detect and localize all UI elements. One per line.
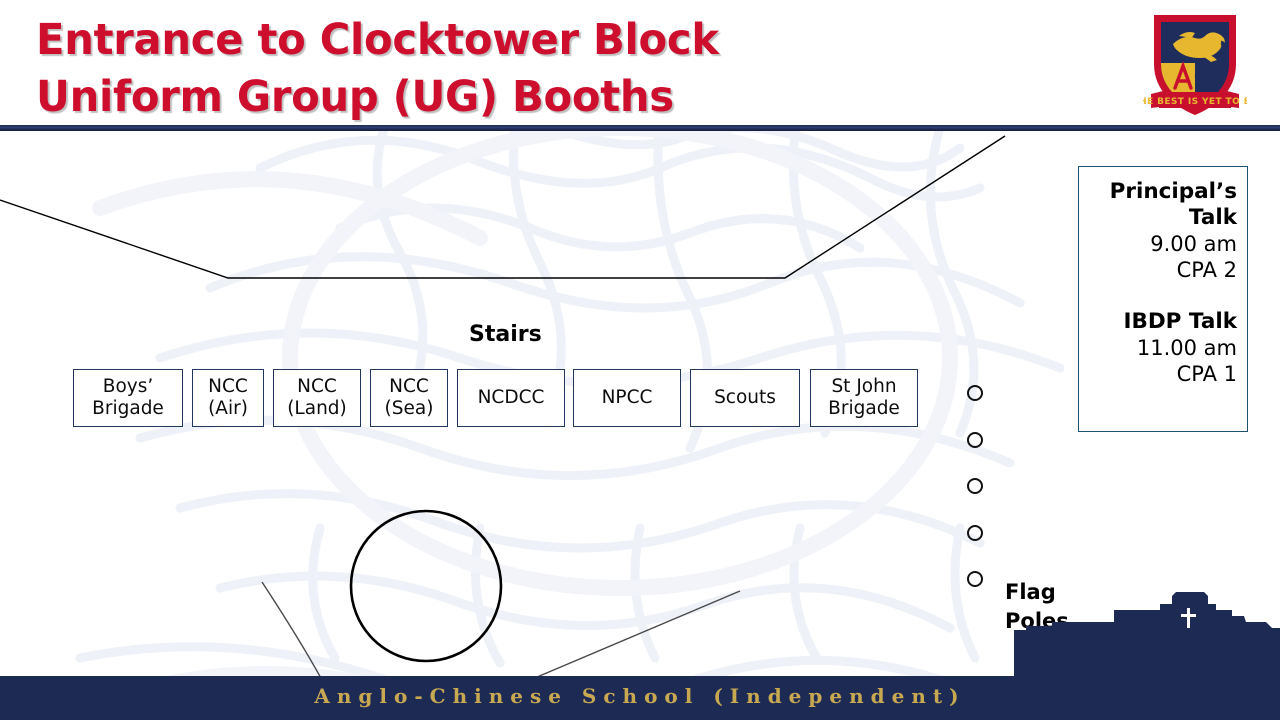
map-line-art — [0, 135, 1006, 680]
booth-boys-brigade[interactable]: Boys’ Brigade — [73, 369, 183, 427]
clocktower-silhouette-icon — [1014, 584, 1280, 680]
info-box-spacer — [1087, 283, 1237, 309]
talks-info-box: Principal’s Talk 9.00 am CPA 2 IBDP Talk… — [1078, 166, 1248, 432]
page-title: Entrance to Clocktower Block Uniform Gro… — [36, 15, 719, 122]
stairs-label: Stairs — [469, 322, 542, 347]
principals-talk-time: 9.00 am — [1150, 232, 1237, 256]
flag-pole-3-icon — [967, 478, 983, 494]
flag-pole-5-icon — [967, 571, 983, 587]
slide-footer: Anglo-Chinese School (Independent) — [0, 676, 1280, 720]
school-name: Anglo-Chinese School (Independent) — [314, 684, 966, 708]
booth-scouts[interactable]: Scouts — [690, 369, 800, 427]
booth-npcc[interactable]: NPCC — [573, 369, 681, 427]
principals-talk-title: Principal’s Talk — [1109, 179, 1237, 230]
principals-talk-venue: CPA 2 — [1176, 258, 1237, 282]
booth-ncc-sea[interactable]: NCC (Sea) — [370, 369, 448, 427]
booth-ncdcc[interactable]: NCDCC — [457, 369, 565, 427]
ibdp-talk-time: 11.00 am — [1136, 336, 1237, 360]
booth-ncc-land[interactable]: NCC (Land) — [273, 369, 361, 427]
ibdp-talk-title: IBDP Talk — [1123, 309, 1237, 334]
acs-crest-icon: THE BEST IS YET TO BE — [1143, 8, 1247, 120]
ibdp-talk-venue: CPA 1 — [1176, 362, 1237, 386]
booth-ncc-air[interactable]: NCC (Air) — [192, 369, 264, 427]
slide-header: Entrance to Clocktower Block Uniform Gro… — [0, 0, 1280, 131]
header-divider — [0, 125, 1280, 131]
flag-pole-1-icon — [967, 385, 983, 401]
flag-pole-2-icon — [967, 432, 983, 448]
booth-st-john-brigade[interactable]: St John Brigade — [810, 369, 918, 427]
svg-text:THE BEST IS YET TO BE: THE BEST IS YET TO BE — [1143, 97, 1247, 107]
flag-pole-4-icon — [967, 525, 983, 541]
